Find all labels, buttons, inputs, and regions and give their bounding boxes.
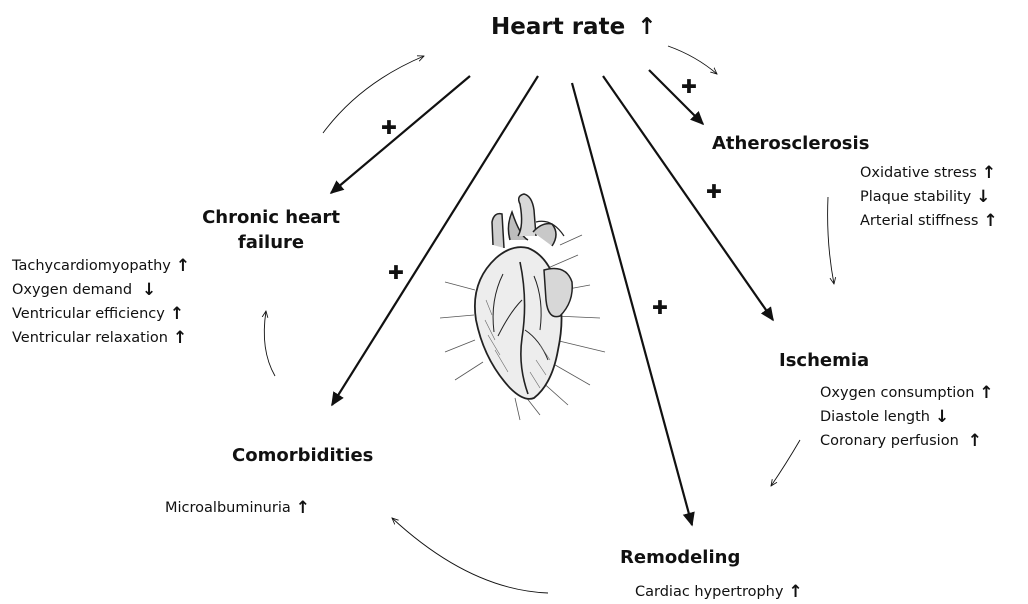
node-chronic-heart-failure-title: Chronic heart failure (196, 205, 346, 255)
list-item: Oxygen consumption ↑ (820, 381, 994, 405)
item-text: Ventricular efficiency (12, 302, 165, 326)
item-text: Coronary perfusion (820, 429, 959, 453)
node-ischemia-title: Ischemia (779, 350, 869, 371)
cycle-arrow-top-right (668, 46, 717, 74)
list-item: Coronary perfusion ↑ (820, 429, 994, 453)
chronic-heart-failure-items: Tachycardiomyopathy ↑ Oxygen demand ↓ Vent… (12, 254, 190, 350)
plus-icon-5: ✚ (652, 297, 668, 319)
node-atherosclerosis-title: Atherosclerosis (712, 133, 869, 154)
cycle-arrow-bottom (392, 518, 548, 593)
title-line-1: Chronic heart (196, 205, 346, 230)
item-text: Ventricular relaxation (12, 326, 168, 350)
item-text: Plaque stability (860, 185, 971, 209)
item-text: Arterial stiffness (860, 209, 978, 233)
up-arrow-icon: ↑ (173, 330, 187, 347)
list-item: Oxidative stress ↑ (860, 161, 998, 185)
remodeling-items: Cardiac hypertrophy ↑ (635, 580, 803, 604)
item-text: Oxidative stress (860, 161, 977, 185)
up-arrow-icon: ↑ (170, 306, 184, 323)
ischemia-items: Oxygen consumption ↑ Diastole length ↓ Cor… (820, 381, 994, 453)
cycle-arrow-right-lower (771, 440, 800, 486)
up-arrow-icon: ↑ (296, 500, 310, 517)
list-item: Tachycardiomyopathy ↑ (12, 254, 190, 278)
up-arrow-icon: ↑ (176, 258, 190, 275)
atherosclerosis-items: Oxidative stress ↑ Plaque stability ↓ Arte… (860, 161, 998, 233)
title-line-2: failure (196, 230, 346, 255)
list-item: Ventricular relaxation ↑ (12, 326, 190, 350)
down-arrow-icon: ↓ (976, 189, 990, 206)
list-item: Cardiac hypertrophy ↑ (635, 580, 803, 604)
cycle-arrow-right-upper (828, 197, 834, 284)
list-item: Diastole length ↓ (820, 405, 994, 429)
list-item: Arterial stiffness ↑ (860, 209, 998, 233)
item-text: Cardiac hypertrophy (635, 580, 783, 604)
plus-icon-2: ✚ (381, 117, 397, 139)
node-heart-rate-label: Heart rate (491, 14, 625, 40)
up-arrow-icon: ↑ (979, 385, 993, 402)
list-item: Oxygen demand ↓ (12, 278, 190, 302)
down-arrow-icon: ↓ (935, 409, 949, 426)
plus-icon-1: ✚ (681, 76, 697, 98)
list-item: Plaque stability ↓ (860, 185, 998, 209)
arrow-to-chronic-heart-failure (331, 76, 470, 193)
item-text: Oxygen demand (12, 278, 132, 302)
node-heart-rate: Heart rate ↑ (491, 14, 656, 40)
item-text: Microalbuminuria (165, 496, 291, 520)
plus-icon-4: ✚ (388, 262, 404, 284)
item-text: Diastole length (820, 405, 930, 429)
list-item: Microalbuminuria ↑ (165, 496, 310, 520)
comorbidities-items: Microalbuminuria ↑ (165, 496, 310, 520)
item-text: Oxygen consumption (820, 381, 974, 405)
arrow-to-ischemia (603, 76, 773, 320)
up-arrow-icon: ↑ (637, 14, 656, 40)
up-arrow-icon: ↑ (983, 213, 997, 230)
arrow-to-remodeling (572, 83, 692, 525)
cycle-arrow-top-left (323, 56, 424, 133)
item-text: Tachycardiomyopathy (12, 254, 171, 278)
up-arrow-icon: ↑ (968, 433, 982, 450)
cycle-arrow-left (264, 311, 275, 376)
node-remodeling-title: Remodeling (620, 547, 740, 568)
down-arrow-icon: ↓ (142, 282, 156, 299)
plus-icon-3: ✚ (706, 181, 722, 203)
list-item: Ventricular efficiency ↑ (12, 302, 190, 326)
node-comorbidities-title: Comorbidities (232, 445, 373, 466)
heart-illustration (440, 194, 605, 420)
up-arrow-icon: ↑ (982, 165, 996, 182)
up-arrow-icon: ↑ (788, 584, 802, 601)
